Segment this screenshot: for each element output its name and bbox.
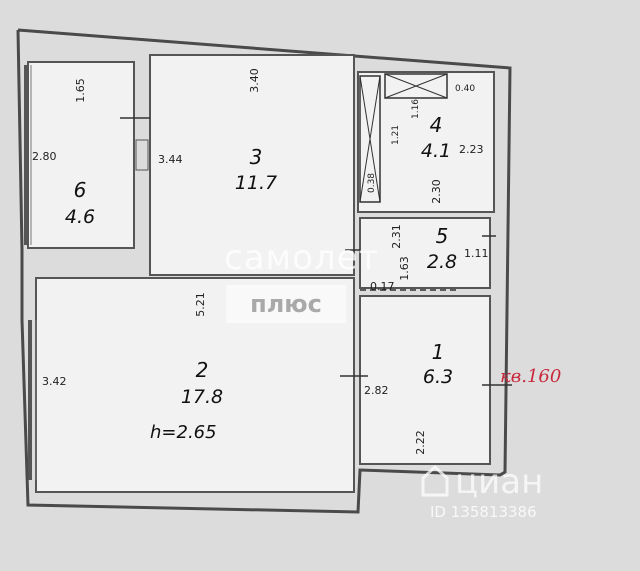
outer-wall [16, 28, 512, 514]
brand-watermark: самолет [224, 238, 380, 278]
room-1-number: 1 [431, 340, 445, 364]
wall-niche [135, 139, 149, 171]
room-2-ceiling-height: h=2.65 [150, 422, 217, 443]
vent-shaft-left [359, 75, 381, 203]
dim-room4-side: 2.23 [459, 143, 484, 156]
room-6-area: 4.6 [64, 206, 96, 228]
dim-room5-side: 1.11 [464, 247, 489, 260]
vent-shaft-top-x2 [384, 73, 448, 99]
room-6-outline [27, 61, 135, 249]
vent-shaft-left-x2 [359, 75, 381, 203]
room-3-area: 11.7 [234, 172, 278, 194]
room-3-outline [149, 54, 355, 276]
dim-room2-side: 3.42 [42, 375, 67, 388]
room-2-area: 17.8 [180, 386, 224, 408]
dim-room3-side: 3.44 [158, 153, 183, 166]
room-4-area: 4.1 [420, 140, 452, 162]
dim-room6-side: 2.80 [32, 150, 57, 163]
dim-room4-corner: 0.40 [455, 84, 476, 94]
dim-room4-bottom: 2.30 [429, 179, 443, 204]
room-3-number: 3 [249, 145, 263, 169]
dim-room1-side: 2.82 [364, 384, 389, 397]
apartment-number-label: кв.160 [500, 366, 562, 387]
room-5-area: 2.8 [426, 251, 458, 273]
brand-sub-watermark: плюс [226, 285, 346, 323]
listing-id-watermark: ID 135813386 [430, 503, 537, 521]
dim-room5-left: 2.31 [389, 224, 403, 249]
room-1-area: 6.3 [422, 366, 454, 388]
vent-shaft-top [384, 73, 448, 99]
site-watermark: циан [455, 462, 544, 502]
room-4-number: 4 [429, 113, 443, 137]
dim-room1-bottom: 2.22 [413, 430, 427, 455]
dim-room6-top: 1.65 [73, 78, 87, 103]
room-6-number: 6 [73, 178, 87, 202]
room-1-outline [359, 295, 491, 465]
dim-room2-top: 5.21 [193, 292, 207, 317]
room-2-number: 2 [195, 358, 209, 382]
room-5-outline [359, 217, 491, 289]
dim-room4-bottom-left: 0.38 [367, 172, 378, 194]
dim-room5-corner: 0.17 [370, 280, 395, 293]
dim-room3-top: 3.40 [247, 68, 261, 93]
cian-logo-icon [421, 464, 449, 497]
room-5-number: 5 [435, 224, 449, 248]
